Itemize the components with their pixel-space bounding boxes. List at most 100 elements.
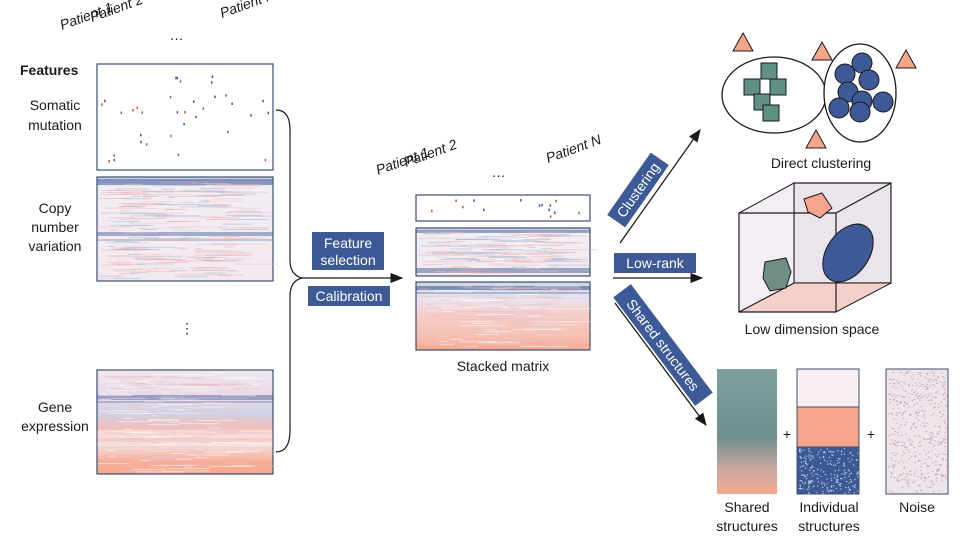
texture-streak [177,397,197,399]
noise-speck [923,413,926,415]
texture-streak [455,331,503,333]
noise-speck [893,452,895,454]
texture-streak [179,406,202,408]
texture-streak [525,328,567,330]
texture-streak [507,310,545,312]
texture-streak [452,311,485,312]
texture-streak [547,264,591,266]
texture-streak [174,276,209,278]
mutation-dot [140,140,142,144]
speckle [830,463,833,466]
noise-speck [893,477,896,479]
texture-streak [499,344,537,346]
noise-speck [919,466,922,468]
mutation-dot [520,199,522,202]
noise-speck [931,371,933,373]
noise-speck [919,440,922,442]
speckle [836,462,839,464]
direct-clustering-figure [721,31,917,149]
noise-speck [904,401,906,403]
individual-caption-1: Individual [799,499,858,515]
speckle [840,477,842,480]
texture-streak [161,376,203,378]
texture-streak [502,316,515,318]
texture-streak [189,378,227,380]
texture-streak [194,397,219,399]
texture-streak [100,410,150,412]
noise-speck [934,378,937,380]
speckle [799,466,801,468]
noise-speck [922,415,925,417]
texture-streak [200,433,236,435]
texture-streak [156,399,164,401]
noise-speck [896,432,899,434]
speckle [804,476,806,478]
texture-streak [98,395,133,396]
speckle [836,476,839,478]
noise-speck [940,416,942,418]
noise-speck [896,403,898,405]
texture-streak [105,207,146,209]
texture-streak [149,459,184,460]
noise-speck [937,407,940,409]
mutation-dot [462,205,464,209]
texture-streak [540,303,558,305]
noise-speck [888,393,890,395]
texture-streak [191,410,206,412]
texture-streak [483,236,516,238]
speckle [813,470,815,472]
noise-speck [923,438,925,440]
texture-streak [546,328,592,330]
speckle [812,470,814,472]
noise-speck [918,372,921,374]
speckle [830,460,832,462]
texture-streak [132,468,167,470]
speckle [809,480,812,482]
noise-speck [943,439,945,441]
texture-streak [545,308,593,310]
texture-streak [156,261,189,263]
texture-streak [116,259,128,261]
cluster-circle [828,97,850,119]
noise-speck [903,478,906,480]
texture-streak [448,333,460,335]
noise-speck [925,378,927,380]
noise-speck [919,424,922,426]
texture-streak [459,269,492,270]
texture-streak [141,212,183,214]
texture-streak [183,432,207,434]
noise-speck [938,468,940,470]
texture-streak [222,234,252,236]
texture-streak [149,424,178,425]
mutation-dot [179,80,182,83]
noise-speck [938,393,941,395]
texture-streak [207,420,232,422]
noise-speck [914,451,916,453]
speckle [810,467,812,469]
texture-streak [429,333,443,335]
noise-speck [924,462,927,464]
texture-streak [135,259,181,260]
gene-label-1: Gene [38,399,72,415]
speckle [843,448,846,450]
texture-streak [176,458,193,460]
speckle [819,456,821,459]
speckle [803,483,805,485]
speckle [808,483,810,485]
texture-streak [527,252,569,254]
mutation-dot [174,76,177,80]
texture-streak [483,335,494,337]
speckle [856,473,858,475]
texture-streak [102,375,152,377]
noise-speck [890,379,892,381]
texture-streak [136,263,144,265]
noise-texture [888,371,948,493]
noise-speck [933,445,935,447]
noise-speck [943,410,945,412]
noise-speck [905,421,908,423]
texture-streak [547,346,592,348]
texture-streak [445,329,463,331]
texture-streak [204,418,253,420]
speckle [808,486,810,488]
noise-speck [940,401,943,403]
